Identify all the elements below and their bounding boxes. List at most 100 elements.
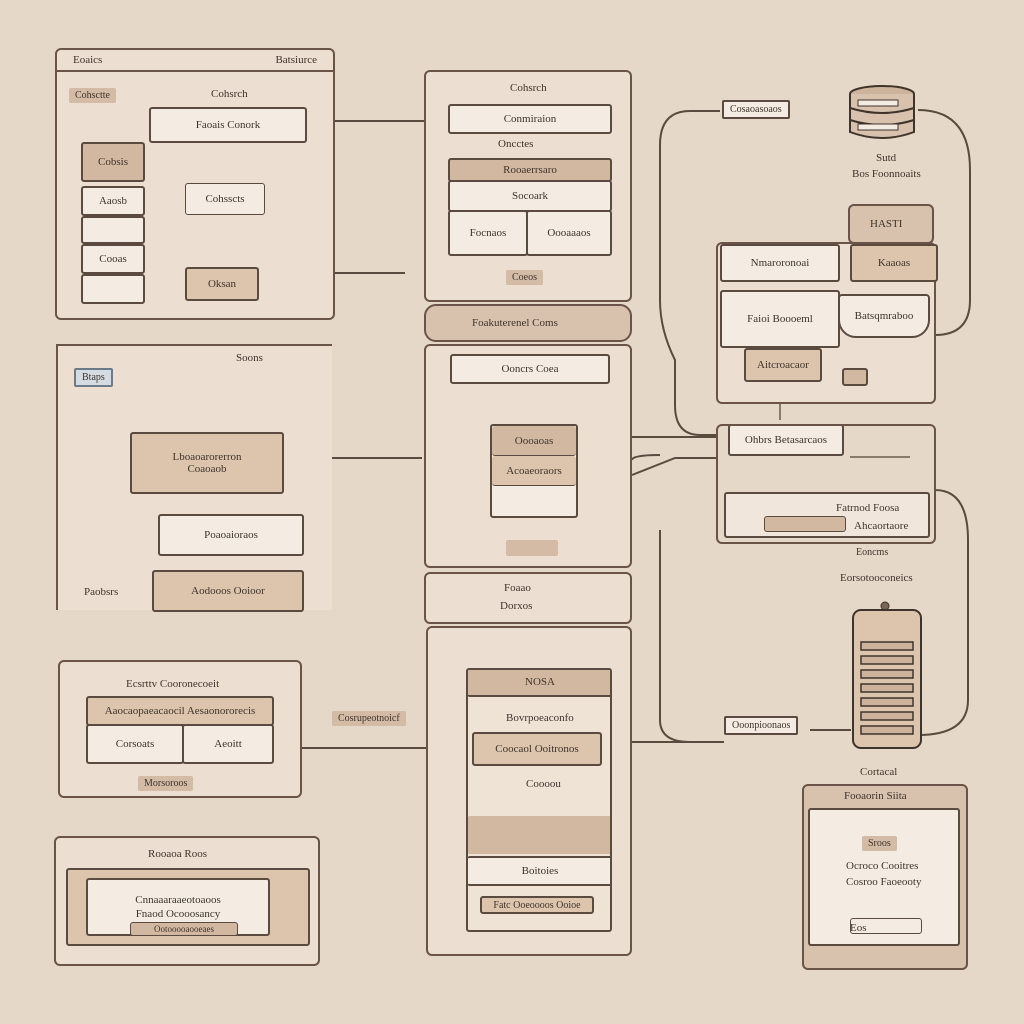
card-band bbox=[468, 816, 610, 854]
card: NOSA Bovrpoeaconfo Coocaol Ooitronos Coo… bbox=[466, 668, 612, 932]
panel-bottom-left: Ecsrttv Cooronecoeit Aaocaopaeacaocil Ae… bbox=[58, 660, 302, 798]
service-box[interactable]: Ohbrs Betasarcaos bbox=[728, 424, 844, 456]
card-button[interactable]: Coocaol Ooitronos bbox=[472, 732, 602, 766]
top-right-tag[interactable]: Cosaoasoaos bbox=[722, 100, 790, 119]
panel-bottom-center-top: Foaao Dorxos bbox=[424, 572, 632, 624]
table-cell-left[interactable]: Corsoats bbox=[86, 724, 184, 764]
panel-tag[interactable]: Coeos bbox=[506, 270, 543, 285]
tab-panel: HASTI bbox=[848, 204, 934, 244]
panel-title: Rooaoa Roos bbox=[148, 848, 207, 860]
node-card-body: Acoaeoraors bbox=[492, 456, 576, 486]
panel-center: Ooncrs Coea Oooaoas Acoaeoraors bbox=[424, 344, 632, 568]
bottom-tag[interactable] bbox=[506, 540, 558, 556]
inner-footer-bar bbox=[850, 918, 922, 934]
connector-p3-down bbox=[659, 530, 691, 743]
panel-title: Cohsrch bbox=[510, 82, 547, 94]
card-header: NOSA bbox=[468, 670, 610, 697]
bar-label: Foakuterenel Coms bbox=[472, 317, 558, 329]
panel-divider bbox=[57, 70, 333, 72]
panel-tag[interactable]: Morsoroos bbox=[138, 776, 194, 791]
panel-right-mid: Fatrnod Foosa Ahcaortaore bbox=[716, 424, 936, 544]
inner-box[interactable]: Cohsscts bbox=[185, 183, 265, 215]
connector-tag[interactable]: Cosrupeotnoicf bbox=[332, 711, 406, 726]
node-card[interactable]: Oooaoas Acoaeoraors bbox=[490, 424, 578, 518]
table-header: Aaocaopaeacaocil Aesaonororecis bbox=[86, 696, 274, 726]
panel-bottom-right: Fooaorin Siita Sroos Ocroco Cooitres Cos… bbox=[802, 784, 968, 970]
stack-header-box[interactable]: Cobsis bbox=[81, 142, 145, 182]
stack-row-2[interactable] bbox=[81, 216, 145, 244]
panel-bottom-center: NOSA Bovrpoeaconfo Coocaol Ooitronos Coo… bbox=[426, 626, 632, 956]
connector-tag-right[interactable]: Ooonpioonaos bbox=[724, 716, 799, 735]
panel-bar: Foakuterenel Coms bbox=[424, 304, 632, 342]
inner-card-line-1: Cnnaaaraaeotoaoos bbox=[135, 894, 221, 906]
mid-label-2: Ahcaortaore bbox=[854, 520, 909, 532]
connector-p6-p3-lower bbox=[631, 457, 717, 476]
header-box[interactable]: Ooncrs Coea bbox=[450, 354, 610, 384]
database-label-2: Bos Foonnoaits bbox=[852, 168, 921, 180]
panel-label: Cohsrch bbox=[211, 88, 248, 100]
connector-p6-loop bbox=[631, 454, 661, 461]
table-cell-right[interactable]: Oooaaaos bbox=[526, 210, 612, 256]
connector-p2-p3-top bbox=[659, 110, 720, 436]
small-box[interactable]: Aitcroacaor bbox=[744, 348, 822, 382]
main-box-line-1: Lboaoarorerron bbox=[172, 451, 242, 463]
stack-row-4[interactable] bbox=[81, 274, 145, 304]
server-caption: Cortacal bbox=[860, 766, 898, 778]
table-cell-right[interactable]: Aeoitt bbox=[182, 724, 274, 764]
secondary-box[interactable]: Poaoaioraos bbox=[158, 514, 304, 556]
left-header-box[interactable]: Nmaroronoai bbox=[720, 244, 840, 282]
inner-card: Sroos Ocroco Cooitres Cosroo Faoeooty Eo… bbox=[808, 808, 960, 946]
bottom-box[interactable]: Aodooos Ooioor bbox=[152, 570, 304, 612]
cylinder-box[interactable]: Batsqmraboo bbox=[838, 294, 930, 338]
section-label: Oncctes bbox=[498, 138, 534, 150]
right-header-box[interactable]: Kaaoas bbox=[850, 244, 938, 282]
panel-title: Ecsrttv Cooronecoeit bbox=[126, 678, 220, 690]
bottom-box[interactable]: Oksan bbox=[185, 267, 259, 301]
primary-box[interactable]: Faoais Conork bbox=[149, 107, 307, 143]
inner-card-line-2: Fnaod Ocooosancy bbox=[135, 908, 221, 920]
panel-title-left: Eoaics bbox=[73, 54, 103, 66]
stack-row-3[interactable]: Cooas bbox=[81, 244, 145, 274]
panel-label-1: Foaao bbox=[504, 582, 531, 594]
panel-mid-left: Soons Btaps Lboaoarorerron Coaoaob Poaoa… bbox=[56, 344, 332, 612]
panel-title-right: Batsiurce bbox=[275, 54, 317, 66]
top-label: Soons bbox=[236, 352, 263, 364]
card-label: Bovrpoeaconfo bbox=[506, 712, 574, 724]
blue-tag[interactable]: Btaps bbox=[74, 368, 113, 387]
panel-label-2: Dorxos bbox=[500, 600, 533, 612]
panel-title: Fooaorin Siita bbox=[844, 790, 907, 802]
left-body-box[interactable]: Faioi Boooeml bbox=[720, 290, 840, 348]
config-box[interactable]: Conmiraion bbox=[448, 104, 612, 134]
database-icon bbox=[846, 84, 918, 142]
card-footer-button[interactable]: Fatc Ooeoooos Ooioe bbox=[480, 896, 594, 914]
main-box[interactable]: Lboaoarorerron Coaoaob bbox=[130, 432, 284, 494]
tab-label: HASTI bbox=[870, 218, 903, 230]
server-label: Eorsotooconeics bbox=[840, 572, 913, 584]
card-row[interactable]: Boitoies bbox=[468, 856, 610, 886]
accent-cell bbox=[842, 368, 868, 386]
database-label-1: Sutd bbox=[876, 152, 897, 164]
panel-top-left: Eoaics Batsiurce Cohsctte Cohsrch Faoais… bbox=[55, 48, 335, 320]
mid-label-1: Fatrnod Foosa bbox=[836, 502, 900, 514]
panel-bottom-left-lower: Rooaoa Roos Cnnaaaraaeotoaoos Fnaod Ocoo… bbox=[54, 836, 320, 966]
panel-top-center: Cohsrch Conmiraion Oncctes Rooaerrsaro S… bbox=[424, 70, 632, 302]
inner-line-2: Cosroo Faoeooty bbox=[846, 876, 922, 888]
inner-tag[interactable]: Sroos bbox=[862, 836, 897, 851]
side-label: Paobsrs bbox=[84, 586, 119, 598]
panel-tag[interactable]: Cohsctte bbox=[69, 88, 116, 103]
connector-cylinder-loop bbox=[917, 109, 971, 336]
inner-bar: Ootooooaooeaes bbox=[130, 922, 238, 936]
table-row-main[interactable]: Socoark bbox=[448, 180, 612, 212]
mid-accent-bar bbox=[764, 516, 846, 532]
connector-p3-right-loop bbox=[917, 489, 969, 736]
server-rack-icon bbox=[851, 608, 923, 750]
table-cell-left[interactable]: Focnaos bbox=[448, 210, 528, 256]
card-mid-label: Coooou bbox=[526, 778, 561, 790]
inner-footer-label: Eos bbox=[850, 922, 867, 934]
node-card-header: Oooaoas bbox=[492, 426, 576, 456]
table-header: Rooaerrsaro bbox=[448, 158, 612, 182]
node-card-footer bbox=[492, 486, 576, 516]
stack-row-1[interactable]: Aaosb bbox=[81, 186, 145, 216]
main-box-line-2: Coaoaob bbox=[187, 463, 227, 475]
